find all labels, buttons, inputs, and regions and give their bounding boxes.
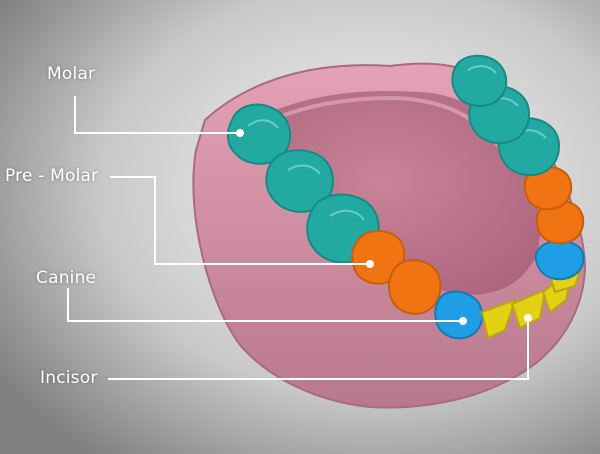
premolar-left-2: [387, 259, 442, 315]
label-premolar: Pre - Molar: [5, 166, 99, 186]
canine-leader-dot: [459, 317, 467, 325]
label-canine: Canine: [36, 268, 97, 288]
label-molar: Molar: [47, 64, 96, 84]
palate: [254, 90, 541, 295]
premolar-leader-dot: [366, 260, 374, 268]
premolar-right-1: [535, 200, 585, 245]
canine-left: [434, 290, 484, 340]
canine-leader-line: [67, 288, 463, 322]
premolar-right-2: [523, 166, 573, 211]
molar-right-3: [451, 54, 508, 107]
label-incisor: Incisor: [40, 368, 98, 388]
molar-leader-dot: [236, 129, 244, 137]
premolar-leader-line: [110, 176, 370, 265]
canine-right: [534, 239, 585, 281]
incisor-leader-line: [108, 318, 529, 380]
incisors: [480, 260, 585, 340]
molar-leader-line: [74, 96, 240, 134]
incisor-leader-dot: [524, 314, 532, 322]
